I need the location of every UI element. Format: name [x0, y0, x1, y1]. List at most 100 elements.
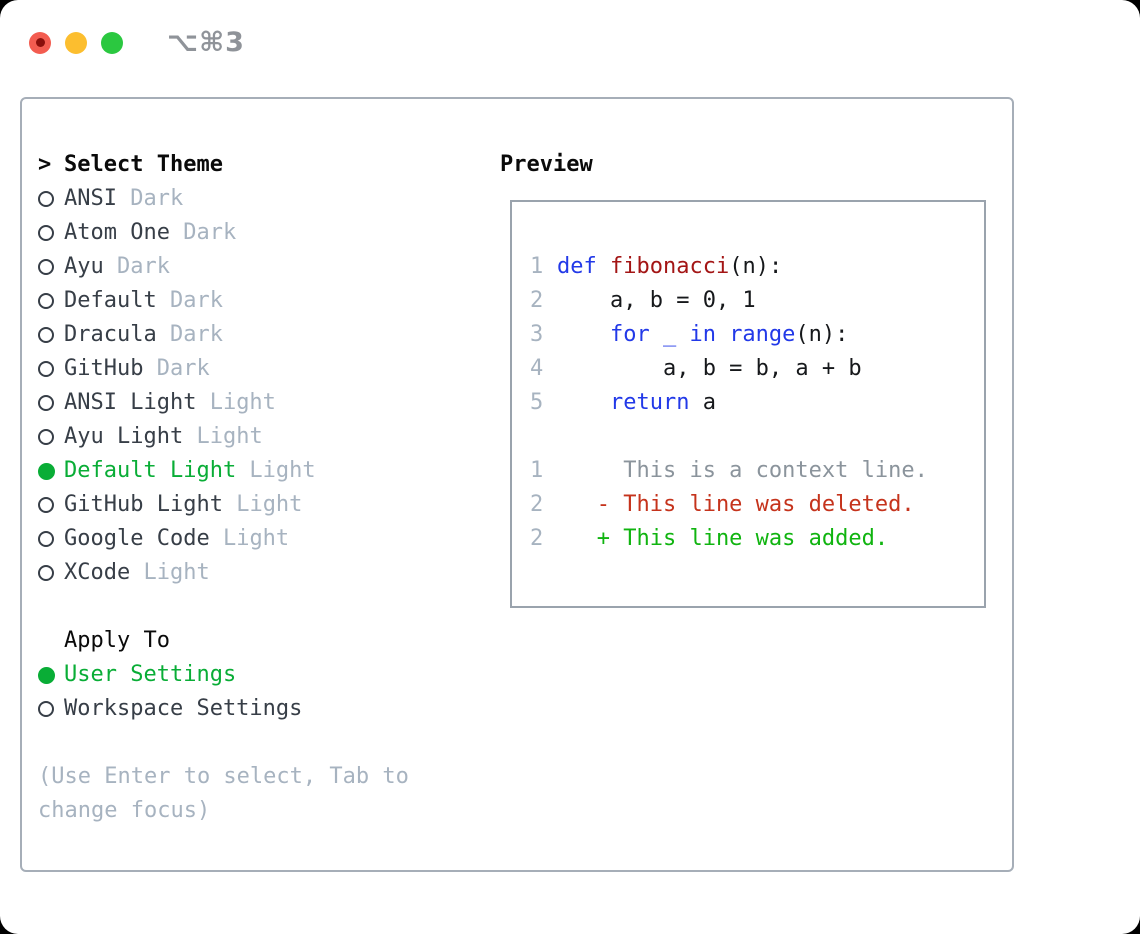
theme-option[interactable]: ANSI Dark	[38, 182, 490, 216]
line-number: 1	[530, 254, 544, 279]
spacer	[38, 590, 490, 624]
code-token	[557, 390, 610, 415]
code-token: (n):	[795, 322, 849, 347]
preview-header-row: Preview	[500, 148, 593, 182]
code-line: 2 a, b = 0, 1	[530, 284, 984, 318]
theme-name: XCode	[64, 560, 131, 585]
theme-variant-tag: Light	[222, 492, 303, 517]
theme-option[interactable]: ANSI Light Light	[38, 386, 490, 420]
code-line: 3 for _ in range(n):	[530, 318, 984, 352]
minimize-button[interactable]	[65, 31, 87, 54]
close-button[interactable]	[29, 31, 51, 54]
theme-name: Dracula	[64, 322, 157, 347]
theme-option[interactable]: Atom One Dark	[38, 216, 490, 250]
theme-variant-tag: Light	[130, 560, 210, 585]
theme-name: Google Code	[64, 526, 210, 551]
radio-icon	[38, 191, 64, 207]
theme-option[interactable]: Ayu Light Light	[38, 420, 490, 454]
code-line: 2 + This line was added.	[530, 522, 984, 556]
theme-name: GitHub Light	[64, 492, 223, 517]
radio-icon	[38, 462, 64, 480]
theme-variant-tag: Light	[236, 458, 316, 483]
theme-variant-tag: Light	[209, 526, 290, 551]
theme-option[interactable]: XCode Light	[38, 556, 490, 590]
code-token: (n):	[729, 254, 783, 279]
preview-column: Preview	[500, 148, 593, 182]
code-token: This is a context line.	[557, 458, 928, 483]
window-title: ⌥⌘3	[167, 27, 245, 58]
code-line: 2 - This line was deleted.	[530, 488, 984, 522]
theme-option[interactable]: Default Dark	[38, 284, 490, 318]
theme-variant-tag: Dark	[143, 356, 210, 381]
theme-name: Default Light	[64, 458, 237, 483]
code-token: + This line was added.	[557, 526, 889, 551]
code-line: 4 a, b = b, a + b	[530, 352, 984, 386]
select-theme-header: Select Theme	[64, 152, 223, 177]
close-button-dot-icon	[35, 38, 45, 47]
line-number: 3	[530, 322, 544, 347]
theme-variant-tag: Dark	[103, 254, 170, 279]
radio-icon	[38, 531, 64, 547]
radio-icon	[38, 429, 64, 445]
code-token: a, b = 0, 1	[557, 288, 756, 313]
code-line: 1 This is a context line.	[530, 454, 984, 488]
line-number: 2	[530, 526, 544, 551]
code-line: 5 return a	[530, 386, 984, 420]
code-token: for _ in range	[609, 322, 796, 347]
theme-variant-tag: Dark	[156, 288, 223, 313]
theme-variant-tag: Light	[183, 424, 263, 449]
code-token: - This line was deleted.	[557, 492, 915, 517]
radio-icon	[38, 395, 64, 411]
theme-variant-tag: Dark	[116, 186, 184, 211]
line-number: 5	[530, 390, 544, 415]
apply-option[interactable]: Workspace Settings	[38, 692, 490, 726]
theme-name: ANSI Light	[64, 390, 197, 415]
zoom-button[interactable]	[101, 31, 123, 54]
theme-variant-tag: Dark	[169, 220, 237, 245]
theme-name: GitHub	[64, 356, 144, 381]
code-line: 1 def fibonacci(n):	[530, 250, 984, 284]
theme-variant-tag: Light	[196, 390, 276, 415]
preview-header: Preview	[500, 152, 593, 177]
theme-option[interactable]: Default Light Light	[38, 454, 490, 488]
theme-name: Default	[64, 288, 157, 313]
theme-variant-tag: Dark	[156, 322, 223, 347]
radio-icon	[38, 259, 64, 275]
apply-option[interactable]: User Settings	[38, 658, 490, 692]
theme-option[interactable]: GitHub Light Light	[38, 488, 490, 522]
line-number: 4	[530, 356, 544, 381]
theme-name: Atom One	[64, 220, 170, 245]
titlebar: ⌥⌘3	[29, 27, 245, 58]
theme-name: Ayu Light	[64, 424, 184, 449]
selection-pointer-icon: >	[38, 152, 52, 177]
line-number: 2	[530, 492, 544, 517]
code-token: fibonacci	[609, 254, 730, 279]
code-token: def	[557, 254, 610, 279]
spacer	[38, 726, 490, 760]
code-line	[530, 420, 984, 454]
apply-option-label: Workspace Settings	[64, 696, 303, 721]
radio-icon	[38, 497, 64, 513]
hint-text: (Use Enter to select, Tab to change focu…	[38, 764, 409, 823]
theme-option[interactable]: GitHub Dark	[38, 352, 490, 386]
code-token	[557, 322, 610, 347]
radio-icon	[38, 565, 64, 581]
theme-name: ANSI	[64, 186, 117, 211]
select-theme-header-row: > Select Theme	[38, 148, 490, 182]
theme-option[interactable]: Ayu Dark	[38, 250, 490, 284]
apply-to-header-row: Apply To	[38, 624, 490, 658]
radio-icon	[38, 327, 64, 343]
line-number: 1	[530, 458, 544, 483]
theme-option[interactable]: Google Code Light	[38, 522, 490, 556]
radio-icon	[38, 666, 64, 684]
theme-option[interactable]: Dracula Dark	[38, 318, 490, 352]
code-token: return	[609, 390, 690, 415]
code-token: a, b = b, a + b	[557, 356, 862, 381]
